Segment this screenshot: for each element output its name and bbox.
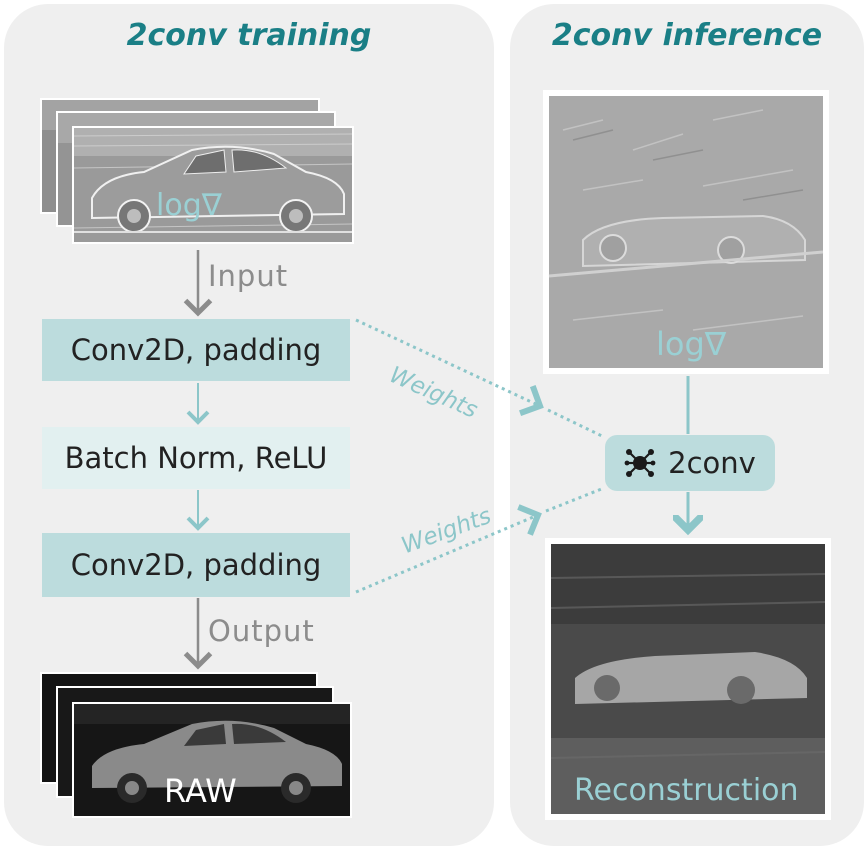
output-image-front xyxy=(72,702,352,818)
arrow-weights-2-tail xyxy=(545,486,605,513)
arrow-weights-1 xyxy=(355,318,544,417)
conv2d-layer-2: Conv2D, padding xyxy=(42,533,350,597)
network-icon xyxy=(624,449,656,477)
batchnorm-relu-layer: Batch Norm, ReLU xyxy=(42,427,350,489)
inference-output-overlay: Reconstruction xyxy=(574,773,799,808)
inference-output-image xyxy=(545,538,831,820)
arrow-weights-1-tail xyxy=(547,408,603,438)
inference-title: 2conv inference xyxy=(551,18,823,53)
2conv-model-box: 2conv xyxy=(605,435,775,491)
conv2d-layer-1: Conv2D, padding xyxy=(42,319,350,381)
inference-input-image xyxy=(543,90,829,374)
output-overlay-label: RAW xyxy=(164,772,237,810)
2conv-model-label: 2conv xyxy=(668,446,756,480)
output-label: Output xyxy=(208,614,315,648)
inference-input-overlay: log∇ xyxy=(656,325,727,363)
input-label: Input xyxy=(208,259,289,293)
input-overlay-label: log∇ xyxy=(156,188,222,223)
arrow-weights-2 xyxy=(355,504,542,594)
input-image-front xyxy=(72,126,354,244)
training-title: 2conv training xyxy=(126,18,372,53)
